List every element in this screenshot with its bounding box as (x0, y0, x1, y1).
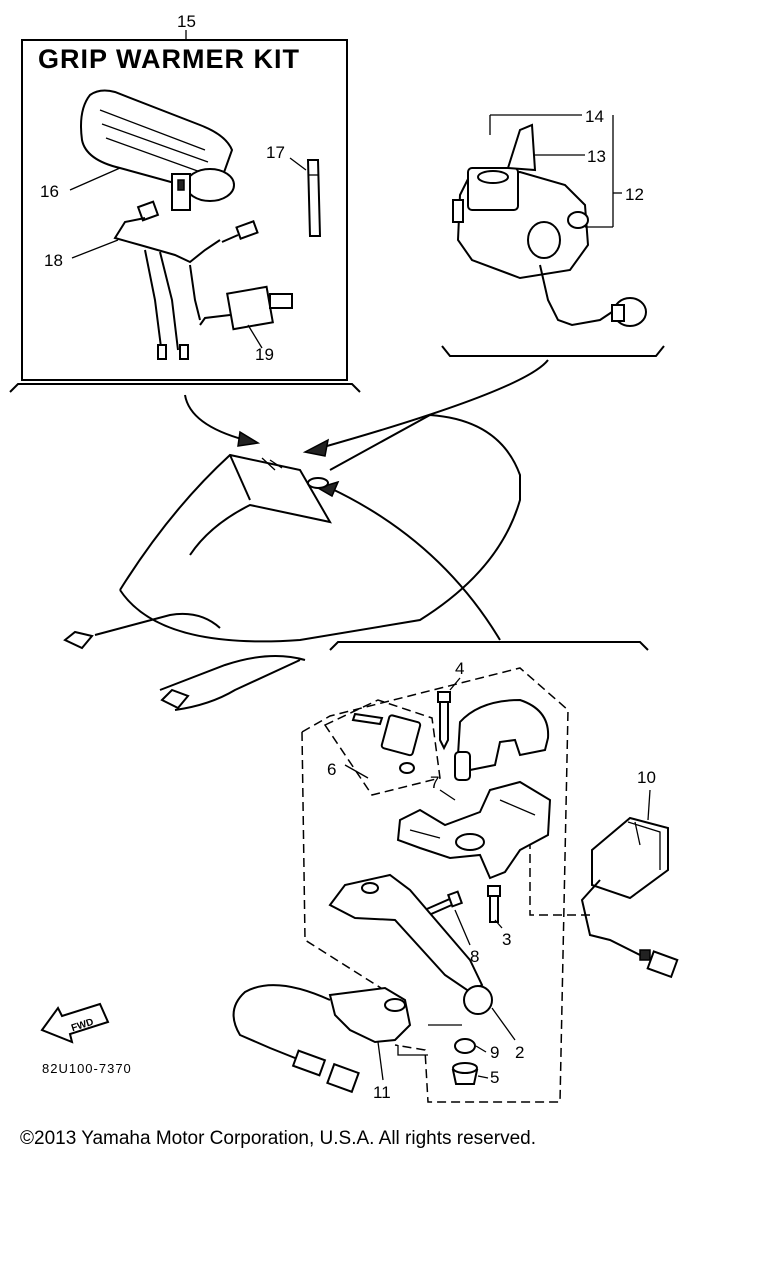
callout-line-19 (247, 324, 263, 349)
lever-assembly-dash-outline (301, 667, 590, 1103)
part-7-collar (454, 751, 471, 781)
callout-18: 18 (44, 251, 63, 270)
callout-line-11 (377, 1041, 384, 1081)
callout-2: 2 (515, 1043, 524, 1062)
part-11-switch (232, 984, 412, 1094)
callout-line-6 (344, 764, 369, 779)
callout-14: 14 (585, 107, 604, 126)
callout-12: 12 (625, 185, 644, 204)
callout-19: 19 (255, 345, 274, 364)
part-5-nut (451, 1062, 479, 1085)
kit-frame (21, 39, 348, 381)
diagram-code: 82U100-7370 (42, 1061, 132, 1076)
snowmobile-outline (63, 413, 521, 711)
callout-line-18 (71, 239, 119, 259)
switch-assembly-group: 14 13 12 (441, 107, 665, 357)
part-12-switch-housing (452, 123, 647, 327)
callout-13: 13 (587, 147, 606, 166)
part-17-strap (306, 159, 322, 237)
callout-line-10 (647, 789, 651, 821)
switch-bracket (441, 345, 665, 357)
copyright-text: ©2013 Yamaha Motor Corporation, U.S.A. A… (20, 1128, 536, 1149)
lever-bracket (329, 641, 649, 651)
grip-warmer-kit-group: 15 GRIP WARMER KIT 16 17 (9, 12, 361, 393)
part-18-wire-harness (113, 200, 259, 360)
part-19-toggle-switch (199, 285, 293, 331)
kit-title: GRIP WARMER KIT (38, 44, 300, 74)
part-3-bolt (487, 885, 501, 923)
part-9-washer (454, 1038, 476, 1054)
callout-17: 17 (266, 143, 285, 162)
part-10-relay (580, 816, 679, 979)
callout-7: 7 (430, 773, 439, 792)
callout-8: 8 (470, 947, 479, 966)
callout-3: 3 (502, 930, 511, 949)
part-4-screw (437, 691, 451, 751)
callout-6: 6 (327, 760, 336, 779)
callout-line-16 (69, 167, 121, 191)
callout-line-8 (454, 909, 471, 946)
callout-4: 4 (455, 659, 464, 678)
callout-line-3 (494, 919, 503, 929)
part-2-lever (328, 873, 493, 1015)
callout-line-17 (289, 157, 307, 171)
lever-arrow (329, 487, 501, 641)
switch-arrow (319, 359, 549, 449)
kit-bracket (9, 383, 361, 393)
callout-line-2 (491, 1007, 516, 1041)
callout-line-4 (449, 677, 461, 691)
callout-10: 10 (637, 768, 656, 787)
callout-11: 11 (373, 1083, 391, 1102)
callout-16: 16 (40, 182, 59, 201)
callout-line-7 (439, 789, 456, 801)
part-lever-bracket (396, 780, 552, 880)
kit-arrow (184, 394, 246, 441)
callout-5: 5 (490, 1068, 499, 1087)
callout-9: 9 (490, 1043, 499, 1062)
callout-line-9 (475, 1045, 487, 1053)
callout-line-5 (477, 1075, 489, 1079)
part-6-clamp (351, 712, 422, 774)
part-16-grip (80, 89, 235, 211)
fwd-arrow-icon: FWD (40, 1002, 110, 1044)
part-cover (456, 698, 550, 772)
callout-15: 15 (177, 12, 196, 31)
